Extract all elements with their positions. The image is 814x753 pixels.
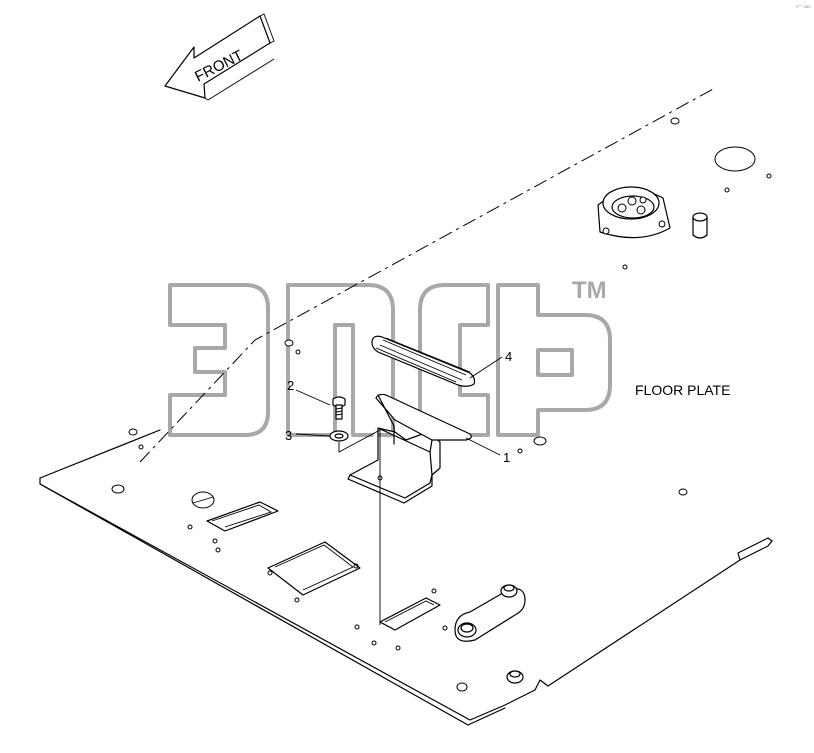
leader-line-3 <box>295 433 331 437</box>
corner-mark: s™ ooo <box>796 4 811 9</box>
floor-plate <box>39 87 773 726</box>
callout-3: 3 <box>285 428 292 443</box>
pedal-pad-part <box>371 335 476 387</box>
assembly-line <box>338 429 381 625</box>
watermark-trademark: TM <box>572 277 607 304</box>
callout-2: 2 <box>287 378 294 393</box>
round-housing <box>597 186 708 239</box>
leader-line-4 <box>469 356 503 379</box>
front-arrow-icon <box>164 13 275 101</box>
bracket-part <box>347 393 472 504</box>
bolt-part <box>332 396 346 420</box>
leader-line-2 <box>295 389 331 406</box>
washer-part <box>329 430 349 442</box>
callout-4: 4 <box>505 349 512 364</box>
callout-1: 1 <box>503 450 510 465</box>
watermark-logo: TM <box>168 277 612 437</box>
link-plate <box>454 584 526 684</box>
diagram-title: FLOOR PLATE <box>635 382 730 398</box>
plate-hole <box>714 146 756 172</box>
leader-line-1 <box>465 437 501 456</box>
